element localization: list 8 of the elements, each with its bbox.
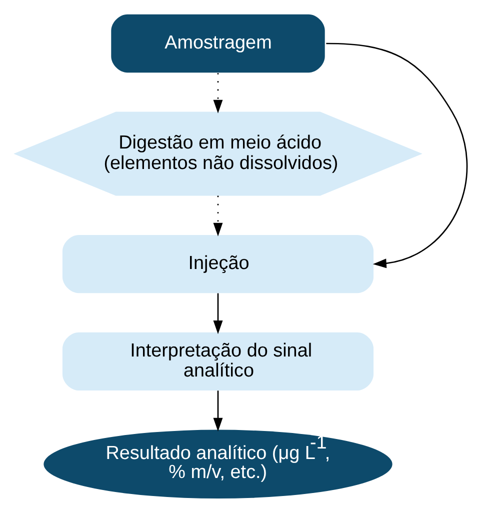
arrow [326,42,468,268]
node-box: Injeção [62,234,374,293]
arrow [213,72,223,113]
node-box: Amostragem [111,14,325,72]
node-box: Interpretação do sinal analítico [62,332,374,390]
arrow [213,292,223,334]
arrow [213,390,223,431]
arrow [213,195,223,236]
